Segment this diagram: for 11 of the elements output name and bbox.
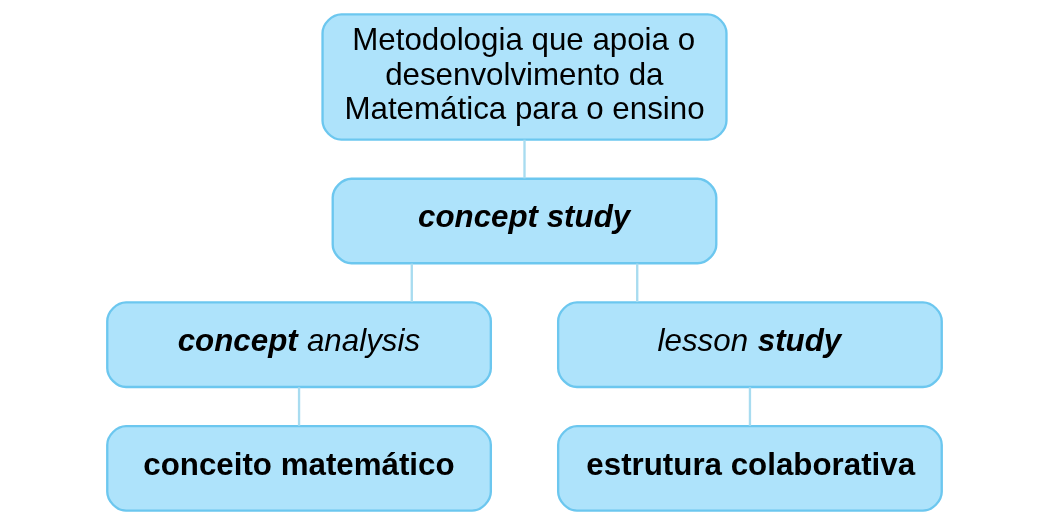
connector [410,263,413,303]
node-box: estrutura colaborativa [556,424,943,512]
node-box: Metodologia que apoia o desenvolvimento da Matemática para o ensino [320,13,728,141]
connector [522,139,526,179]
node-box: lesson study [556,301,943,389]
node-box: concept analysis [105,301,492,389]
node-box: conceito matemático [105,424,492,512]
connector [635,263,638,303]
node-box: concept study [331,177,717,265]
connector [748,387,751,426]
connector [297,387,300,426]
